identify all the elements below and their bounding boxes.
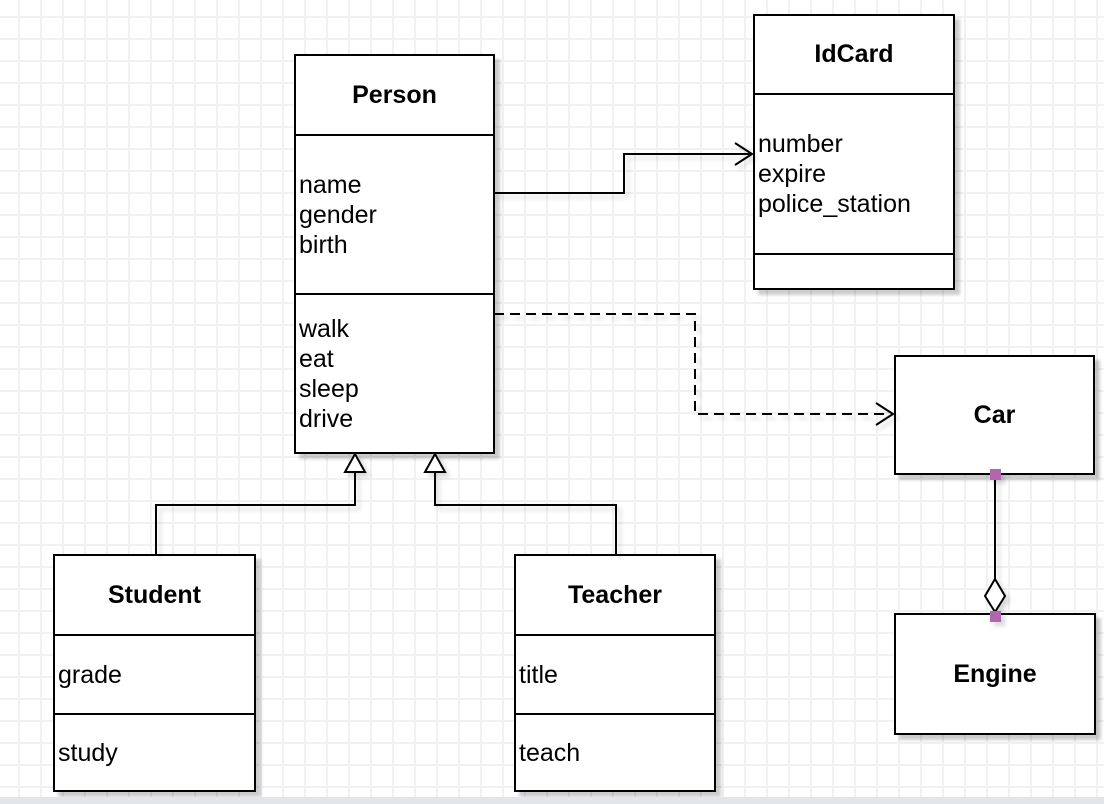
class-student-methods: study xyxy=(55,715,254,790)
class-car[interactable]: Car xyxy=(894,355,1095,475)
attribute: grade xyxy=(58,660,122,689)
class-teacher-title: Teacher xyxy=(516,556,714,636)
class-student[interactable]: Student grade study xyxy=(53,554,256,792)
class-teacher[interactable]: Teacher title teach xyxy=(514,554,716,792)
class-person-title: Person xyxy=(296,56,493,136)
connector-person-car[interactable] xyxy=(494,313,895,426)
method: study xyxy=(58,738,118,767)
method: teach xyxy=(519,738,581,767)
open-arrow-icon xyxy=(734,142,754,166)
class-idcard[interactable]: IdCard number expire police_station xyxy=(753,14,955,290)
connector-person-idcard[interactable] xyxy=(494,142,754,194)
class-student-attributes: grade xyxy=(55,636,254,715)
hollow-triangle-icon xyxy=(343,451,367,473)
method: sleep xyxy=(299,374,359,403)
class-teacher-methods: teach xyxy=(516,715,714,790)
attribute: number xyxy=(758,130,843,158)
endpoint-marker-icon[interactable] xyxy=(990,611,1001,622)
method: walk xyxy=(299,314,350,343)
class-engine[interactable]: Engine xyxy=(894,613,1096,735)
attribute: police_station xyxy=(758,190,911,218)
class-teacher-attributes: title xyxy=(516,636,714,715)
attribute: name xyxy=(299,170,362,199)
attribute: birth xyxy=(299,230,348,259)
attribute: gender xyxy=(299,200,377,229)
class-person-methods: walk eat sleep drive xyxy=(296,295,493,452)
class-engine-title: Engine xyxy=(953,659,1037,688)
connector-student-person[interactable] xyxy=(155,451,367,554)
method: eat xyxy=(299,344,334,373)
class-car-title: Car xyxy=(973,400,1016,429)
hollow-triangle-icon xyxy=(423,451,447,473)
connector-teacher-person[interactable] xyxy=(423,451,617,554)
class-student-title: Student xyxy=(55,556,254,636)
open-arrow-icon xyxy=(875,402,895,426)
canvas-bottom-edge xyxy=(0,797,1104,804)
class-idcard-title: IdCard xyxy=(755,16,953,95)
class-person-attributes: name gender birth xyxy=(296,136,493,295)
method: drive xyxy=(299,404,354,433)
attribute: expire xyxy=(758,160,827,188)
attribute: title xyxy=(519,660,558,689)
class-idcard-attributes: number expire police_station xyxy=(755,95,953,255)
connector-car-engine[interactable] xyxy=(983,469,1007,622)
class-person[interactable]: Person name gender birth walk eat sleep … xyxy=(294,54,495,454)
hollow-diamond-icon xyxy=(983,577,1007,614)
endpoint-marker-icon[interactable] xyxy=(990,469,1001,480)
